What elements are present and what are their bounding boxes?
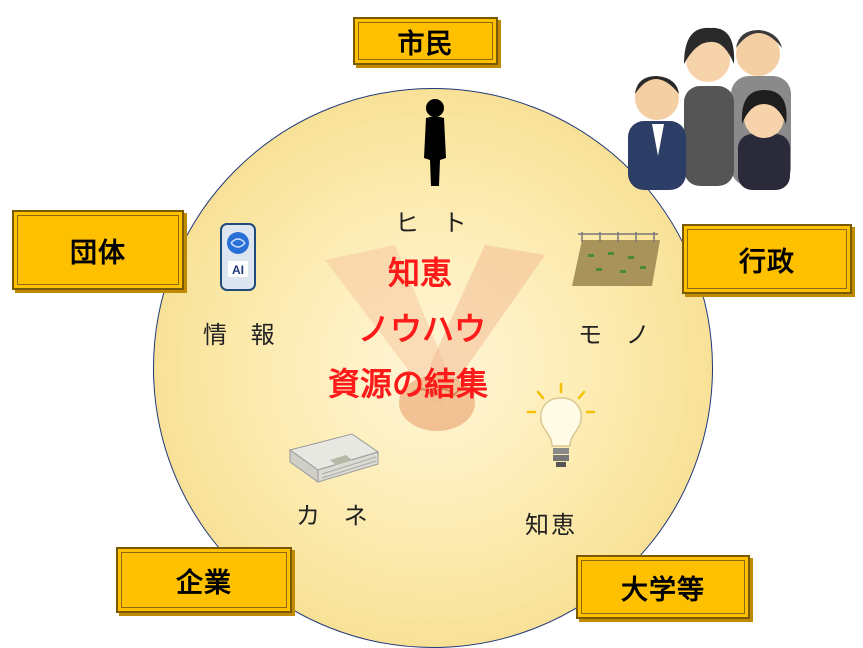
svg-text:AI: AI xyxy=(232,263,244,277)
groups-box: 団体 xyxy=(12,210,184,290)
fenced-field-icon xyxy=(572,232,660,286)
holding-hands-icon xyxy=(325,245,545,431)
information-label: 情 報 xyxy=(203,321,283,349)
people-label: ヒ ト xyxy=(395,209,475,237)
groups-label: 団体 xyxy=(70,237,126,269)
ai-phone-icon: AI xyxy=(220,223,256,291)
meeting-people-icon xyxy=(628,27,791,190)
center-line-2: ノウハウ xyxy=(358,310,487,348)
center-line-3: 資源の結集 xyxy=(328,365,489,403)
universities-box: 大学等 xyxy=(576,555,750,619)
light-bulb-icon xyxy=(526,382,596,467)
universities-label: 大学等 xyxy=(621,574,705,606)
wisdom-label: 知恵 xyxy=(525,511,577,539)
money-label: カ ネ xyxy=(296,502,376,530)
person-silhouette-icon xyxy=(424,99,446,186)
companies-box: 企業 xyxy=(116,547,292,613)
banknotes-icon xyxy=(288,433,380,483)
citizens-box: 市民 xyxy=(353,17,498,65)
citizens-label: 市民 xyxy=(397,28,454,60)
government-label: 行政 xyxy=(739,246,795,278)
center-line-1: 知恵 xyxy=(388,254,453,292)
companies-label: 企業 xyxy=(176,567,232,599)
things-label: モ ノ xyxy=(578,321,658,349)
government-box: 行政 xyxy=(682,224,852,294)
